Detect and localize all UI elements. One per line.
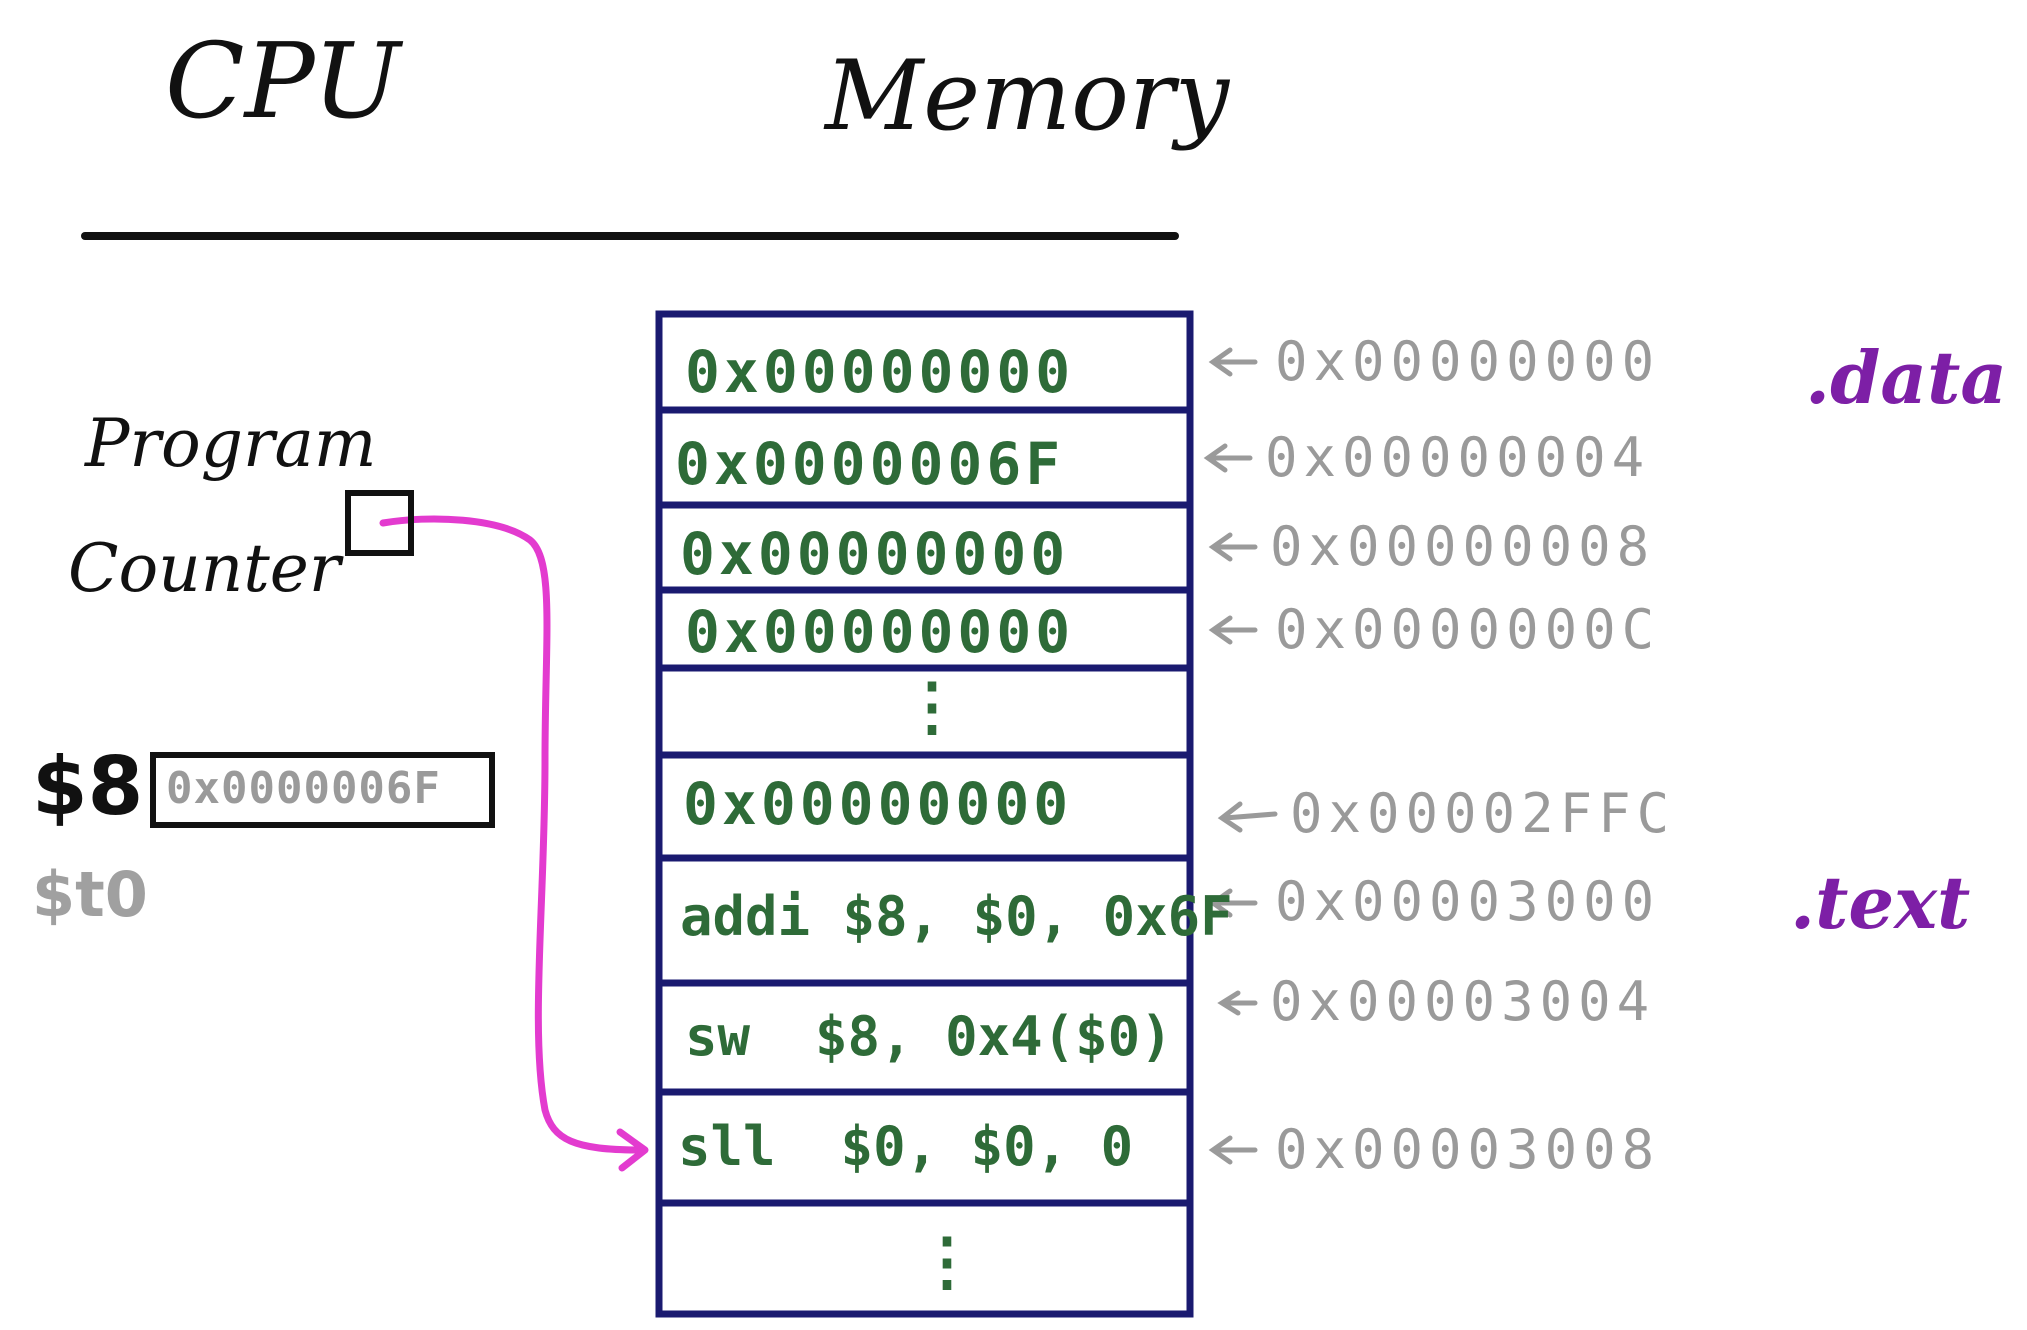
left-arrow-icon xyxy=(1203,443,1253,473)
left-arrow-icon xyxy=(1208,347,1258,377)
register-box xyxy=(150,752,495,828)
cpu-title: CPU xyxy=(165,20,401,142)
memory-cell-3: 0x00000000 xyxy=(685,598,1075,666)
address-arrows xyxy=(1203,347,1278,1165)
memory-table-border xyxy=(655,310,1194,1318)
memory-cell-5: 0x00000000 xyxy=(683,770,1073,838)
pc-label-line1: Program xyxy=(85,405,377,482)
memory-cell-7: sw $8, 0x4($0) xyxy=(685,1005,1173,1068)
address-5: 0x00002FFC xyxy=(1290,782,1676,845)
left-arrow-icon xyxy=(1217,990,1258,1016)
address-2: 0x00000008 xyxy=(1270,515,1656,578)
register-name: $8 xyxy=(32,740,144,833)
memory-cell-0: 0x00000000 xyxy=(685,338,1075,406)
program-counter-box xyxy=(345,490,414,556)
left-arrow-icon xyxy=(1208,1135,1258,1165)
pc-pointer-arrowhead xyxy=(616,1128,649,1172)
address-6: 0x00003000 xyxy=(1275,870,1661,933)
address-3: 0x0000000C xyxy=(1275,598,1661,661)
address-1: 0x00000004 xyxy=(1265,426,1651,489)
left-arrow-icon xyxy=(1208,888,1258,918)
memory-cell-4: ⋮ xyxy=(900,670,964,744)
data-segment-label: .data xyxy=(1805,335,2007,420)
address-8: 0x00003008 xyxy=(1275,1118,1661,1181)
memory-title: Memory xyxy=(825,40,1230,152)
memory-cell-6: addi $8, $0, 0x6F xyxy=(680,885,1233,948)
register-value: 0x0000006F xyxy=(166,763,441,814)
address-0: 0x00000000 xyxy=(1275,330,1661,393)
memory-cell-9: ⋮ xyxy=(915,1225,979,1299)
left-arrow-icon xyxy=(1208,615,1258,645)
left-arrow-icon xyxy=(1217,801,1278,833)
memory-cell-8: sll $0, $0, 0 xyxy=(678,1115,1134,1178)
pc-pointer-arrow xyxy=(379,515,644,1154)
memory-cell-1: 0x0000006F xyxy=(675,430,1065,498)
memory-cell-2: 0x00000000 xyxy=(680,520,1070,588)
address-7: 0x00003004 xyxy=(1270,970,1656,1033)
text-segment-label: .text xyxy=(1790,860,1971,945)
left-arrow-icon xyxy=(1208,532,1258,562)
register-alias: $t0 xyxy=(32,858,148,931)
pc-label-line2: Counter xyxy=(68,530,341,607)
